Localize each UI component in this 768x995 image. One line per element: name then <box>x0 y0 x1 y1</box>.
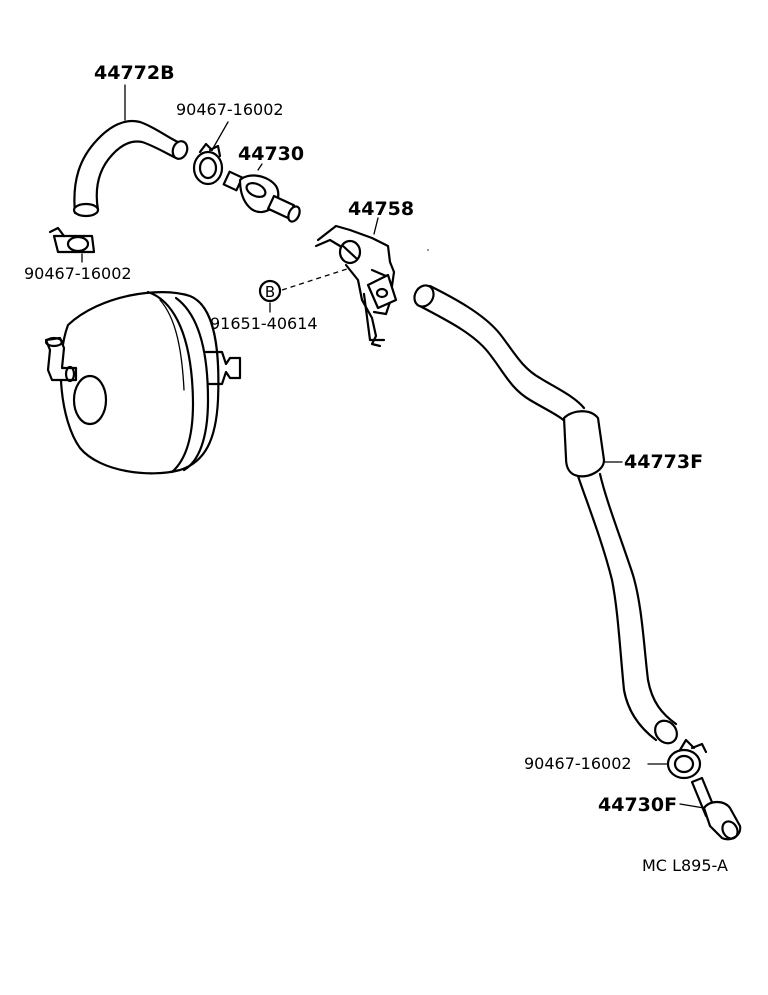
figure-reference: MC L895-A <box>642 856 728 875</box>
leader-check-valve-lower <box>679 803 705 809</box>
bolt-marker-icon <box>258 279 282 303</box>
bracket-icon <box>314 224 398 348</box>
label-44730F: 44730F <box>598 794 678 816</box>
label-clip-upper-left: 90467-16002 <box>24 264 132 283</box>
speck <box>427 249 429 251</box>
clip-upper-right-icon <box>192 142 224 186</box>
leader-bolt-dashed <box>281 267 351 291</box>
label-44758: 44758 <box>348 198 415 220</box>
check-valve-icon <box>222 170 301 223</box>
lower-hose <box>413 284 678 745</box>
label-clip-upper-right: 90467-16002 <box>176 100 284 119</box>
check-valve-lower-icon <box>690 776 742 841</box>
label-44730: 44730 <box>238 143 305 165</box>
label-44773F: 44773F <box>624 451 704 473</box>
clip-upper-left-icon <box>48 226 96 254</box>
leader-check-valve <box>257 163 263 171</box>
brake-booster-icon <box>44 290 242 475</box>
label-44772B: 44772B <box>94 62 175 84</box>
bolt-marker-letter: B <box>265 283 275 301</box>
upper-hose <box>72 119 189 218</box>
label-91651: 91651-40614 <box>210 314 318 333</box>
leader-bracket <box>373 217 379 235</box>
leader-clip-upper-right <box>211 121 229 151</box>
label-clip-lower: 90467-16002 <box>524 754 632 773</box>
clip-lower-icon <box>666 738 708 780</box>
